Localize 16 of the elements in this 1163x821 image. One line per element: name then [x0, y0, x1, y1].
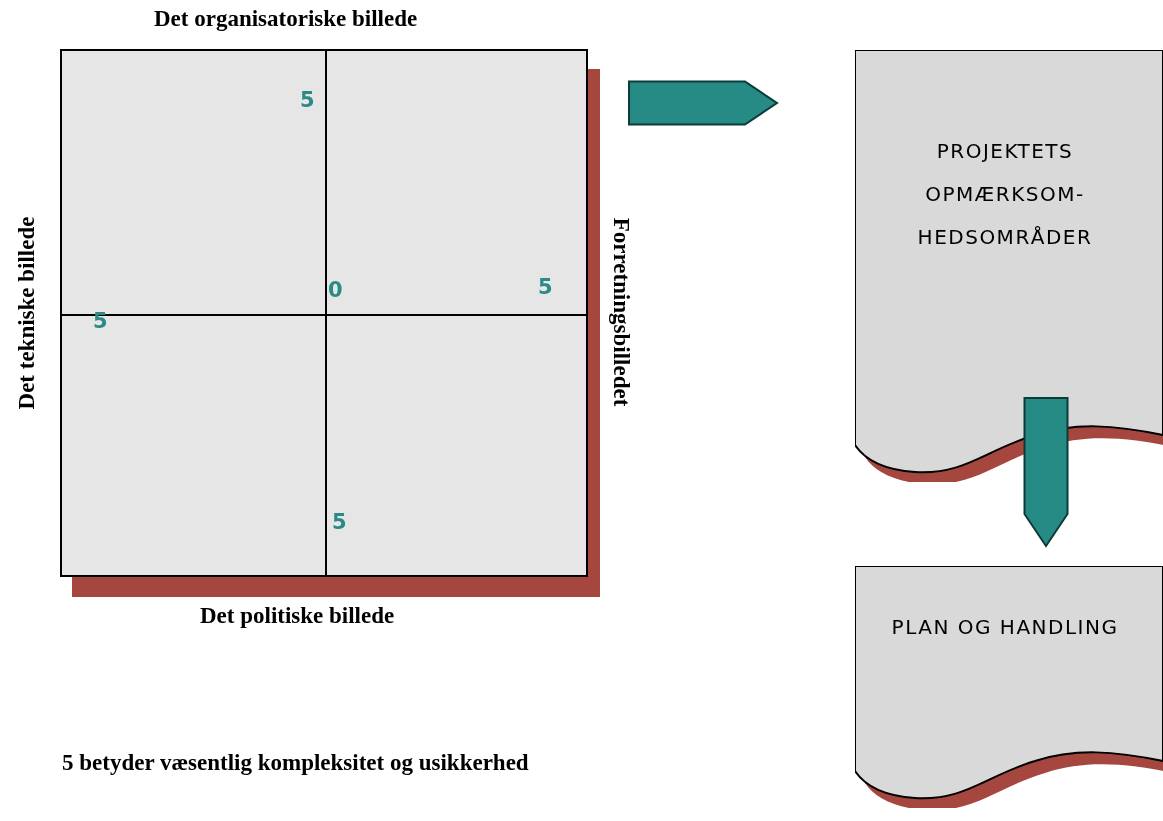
block-arrow [628, 80, 779, 126]
note-text: 5 betyder væsentlig kompleksitet og usikkerhed [62, 750, 529, 776]
axis-label: Det tekniske billede [14, 216, 40, 410]
scale-number: 5 [538, 275, 553, 299]
document-title: PLAN OG HANDLING [890, 614, 1120, 641]
scale-number: 5 [332, 510, 347, 534]
document-shape [855, 50, 1163, 482]
document-title: PROJEKTETS OPMÆRKSOM- HEDSOMRÅDER [916, 138, 1094, 251]
axis-label: Det politiske billede [200, 603, 395, 629]
scale-number: 0 [328, 278, 343, 302]
scale-number: 5 [93, 309, 108, 333]
scale-number: 5 [300, 88, 315, 112]
block-arrow [1023, 397, 1069, 548]
axis-label: Det organisatoriske billede [154, 6, 418, 32]
document-shape [855, 566, 1163, 808]
axis-label: Forretningsbilledet [607, 217, 634, 407]
